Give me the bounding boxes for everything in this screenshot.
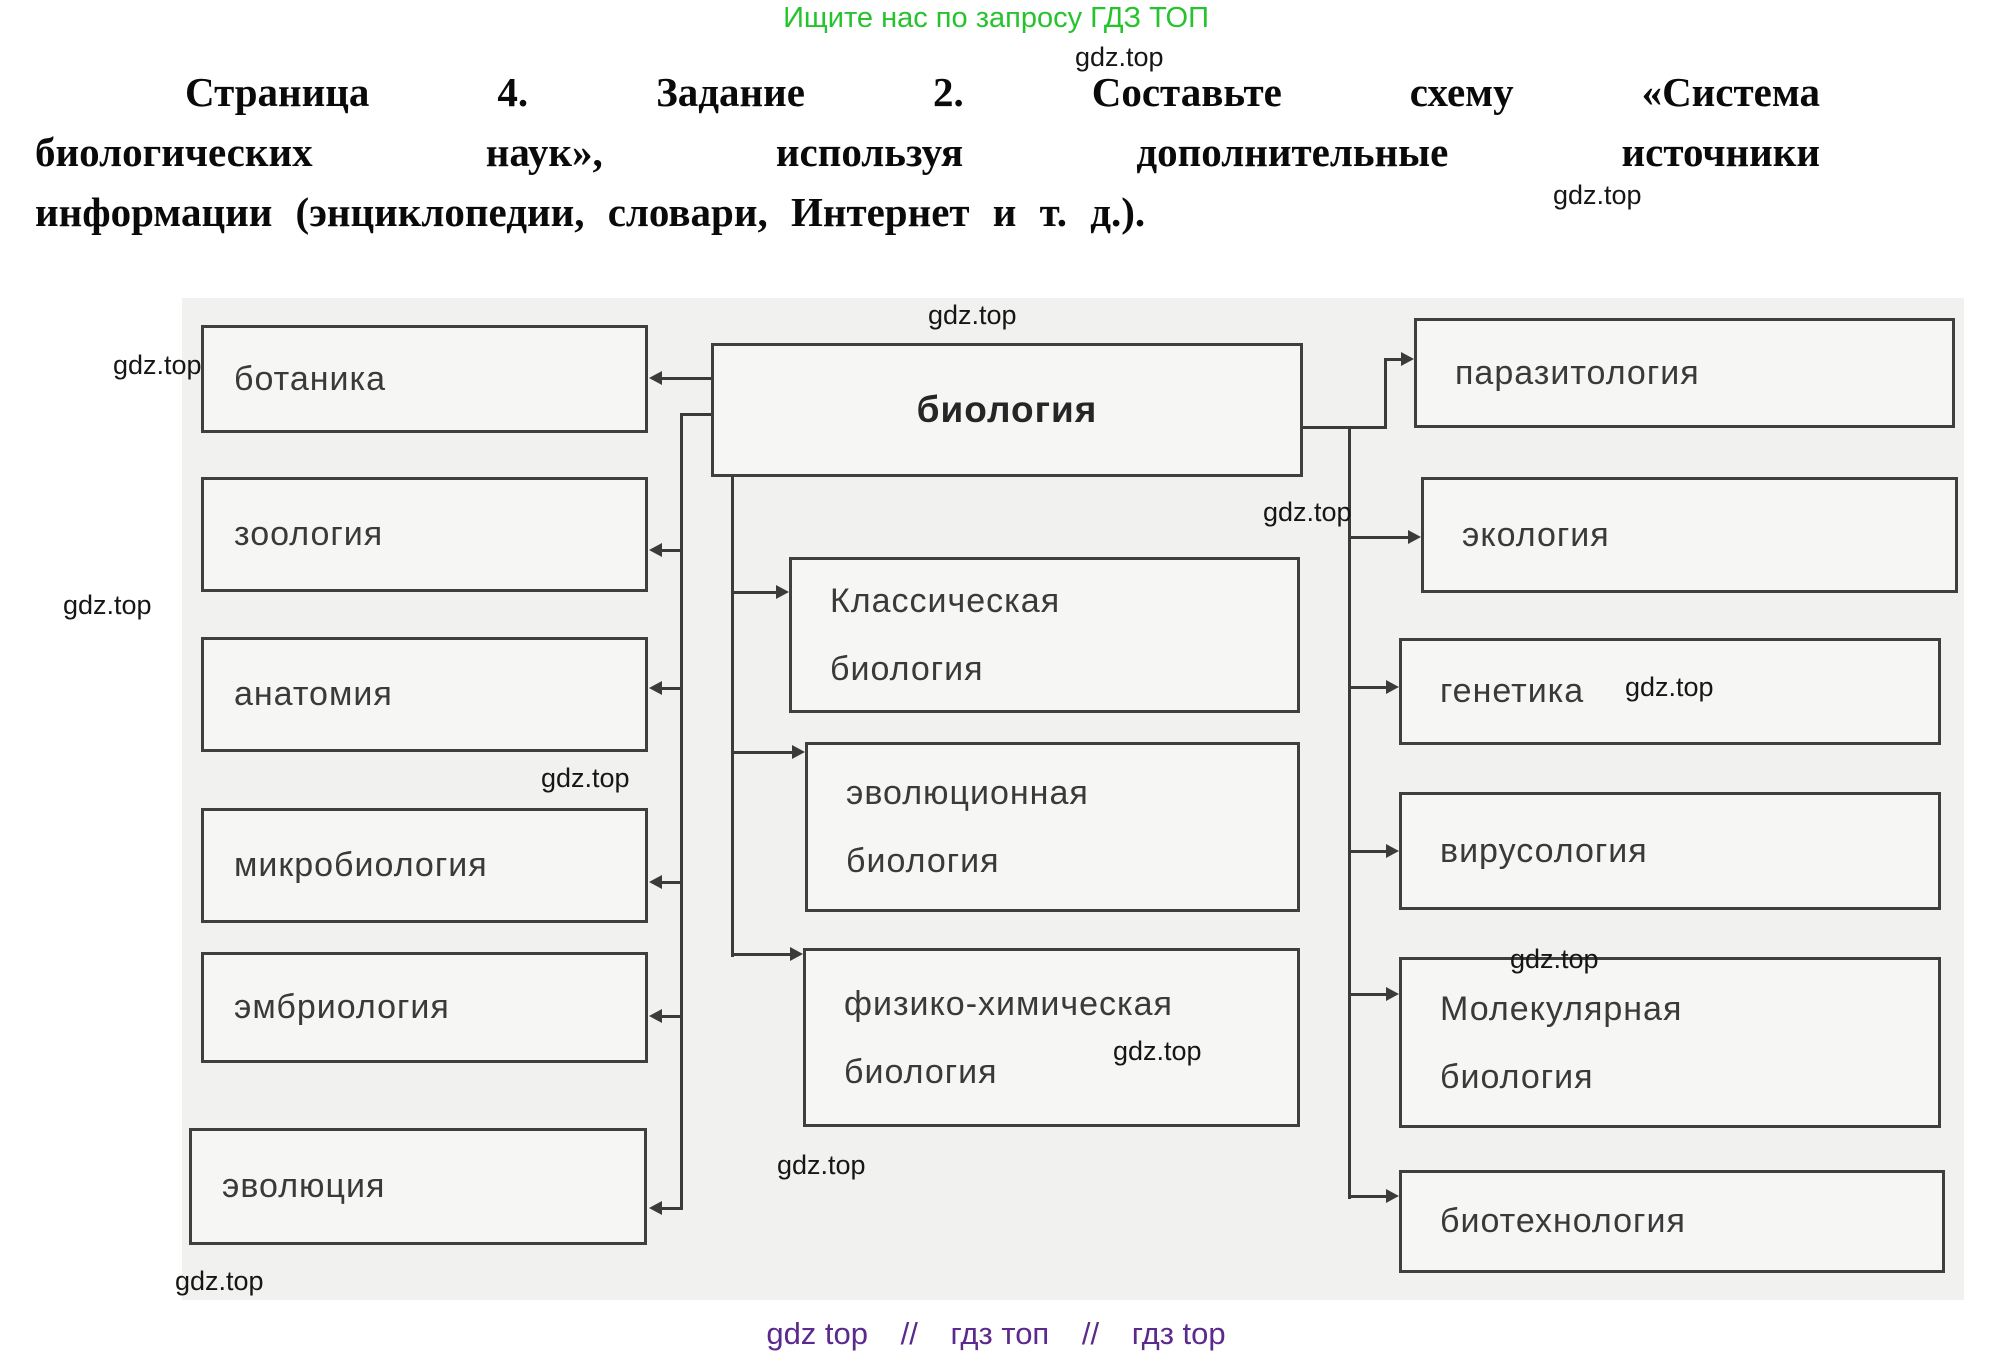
watermark-bottom-left: gdz.top: [175, 1266, 264, 1296]
diagram-box-zoology: зоология: [201, 477, 648, 592]
diagram-box-label: анатомия: [234, 675, 393, 713]
connector-line: [731, 591, 776, 594]
page-title-line-3: информации (энциклопедии, словари, Интер…: [35, 189, 1146, 235]
arrowhead-right-icon: [1386, 680, 1399, 694]
diagram-box-label: биотехнология: [1440, 1202, 1686, 1240]
connector-line: [1348, 993, 1386, 996]
diagram-box-biology-root: биология: [711, 343, 1303, 477]
footer-links: gdz top // гдз топ // гдз top: [0, 1316, 1992, 1352]
watermark-genetics: gdz.top: [1625, 672, 1714, 702]
diagram-box-label: микробиология: [234, 846, 488, 884]
arrowhead-left-icon: [649, 543, 662, 557]
connector-line: [662, 687, 680, 690]
diagram-box-molecular-biology: Молекулярная биология: [1399, 957, 1941, 1128]
connector-line: [662, 1207, 680, 1210]
footer-link-gdz-top-mixed[interactable]: гдз top: [1131, 1316, 1226, 1351]
arrowhead-left-icon: [649, 681, 662, 695]
connector-line: [731, 953, 790, 956]
diagram-box-evolution: эволюция: [189, 1128, 647, 1245]
diagram-box-label-line2: биология: [1440, 1057, 1594, 1096]
promo-banner-text: Ищите нас по запросу ГДЗ ТОП: [783, 2, 1209, 34]
connector-line: [662, 1015, 680, 1018]
diagram-box-label: генетика: [1440, 672, 1585, 710]
diagram-box-botany: ботаника: [201, 325, 648, 433]
page-title-line-1: Страница 4. Задание 2. Составьте схему «…: [185, 69, 1820, 115]
watermark-diagram-top: gdz.top: [928, 300, 1017, 330]
diagram-box-ecology: экология: [1421, 477, 1958, 593]
watermark-molecular: gdz.top: [1510, 944, 1599, 974]
diagram-box-label: эволюция: [222, 1167, 386, 1205]
connector-trunk-right: [1348, 426, 1351, 1199]
watermark-ecology: gdz.top: [1263, 497, 1352, 527]
arrowhead-right-icon: [1386, 987, 1399, 1001]
arrowhead-right-icon: [790, 947, 803, 961]
watermark-anatomy: gdz.top: [541, 763, 630, 793]
diagram-box-label: эмбриология: [234, 988, 450, 1026]
watermark-bottom-center: gdz.top: [777, 1150, 866, 1180]
diagram-box-label: биология: [916, 389, 1098, 430]
footer-separator: //: [1081, 1316, 1100, 1351]
diagram-box-label: экология: [1462, 515, 1610, 554]
connector-line: [1348, 536, 1408, 539]
watermark-physicochemical: gdz.top: [1113, 1036, 1202, 1066]
arrowhead-right-icon: [1401, 352, 1414, 366]
arrowhead-left-icon: [649, 1009, 662, 1023]
connector-line: [731, 751, 792, 754]
diagram-box-classical-biology: Классическая биология: [789, 557, 1300, 713]
connector-line: [1384, 358, 1401, 361]
arrowhead-right-icon: [1386, 844, 1399, 858]
diagram-box-label: вирусология: [1440, 831, 1648, 870]
connector-line: [1348, 850, 1386, 853]
diagram-box-label-line1: Классическая: [830, 582, 1061, 620]
diagram-box-anatomy: анатомия: [201, 637, 648, 752]
page-title-line-2: биологических наук», используя дополните…: [35, 129, 1820, 175]
diagram-box-genetics: генетика: [1399, 638, 1941, 745]
diagram-box-label: ботаника: [234, 359, 387, 398]
diagram-box-parasitology: паразитология: [1414, 318, 1955, 428]
diagram-box-microbiology: микробиология: [201, 808, 648, 923]
diagram-box-label-line2: биология: [830, 650, 984, 688]
connector-line: [680, 413, 711, 416]
arrowhead-right-icon: [792, 745, 805, 759]
connector-line: [1348, 686, 1386, 689]
connector-line: [1303, 426, 1384, 429]
diagram-box-label: зоология: [234, 515, 384, 553]
diagram-box-label: паразитология: [1455, 353, 1700, 392]
watermark-top: gdz.top: [1075, 42, 1164, 72]
footer-separator: //: [900, 1316, 918, 1351]
diagram-box-evolutionary-biology: эволюционная биология: [805, 742, 1300, 912]
diagram-box-label-line2: биология: [844, 1052, 998, 1091]
connector-line: [1384, 358, 1387, 429]
watermark-botany: gdz.top: [113, 350, 202, 380]
diagram-box-biotechnology: биотехнология: [1399, 1170, 1945, 1273]
arrowhead-right-icon: [776, 585, 789, 599]
page-title: Страница 4. Задание 2. Составьте схему «…: [35, 62, 1820, 242]
diagram-box-physicochemical-biology: физико-химическая биология: [803, 948, 1300, 1127]
footer-link-gdz-top-ru[interactable]: гдз топ: [950, 1316, 1050, 1351]
arrowhead-left-icon: [649, 1201, 662, 1215]
connector-line: [662, 881, 680, 884]
diagram-box-label-line2: биология: [846, 842, 1000, 880]
arrowhead-left-icon: [649, 875, 662, 889]
diagram-box-virology: вирусология: [1399, 792, 1941, 910]
arrowhead-left-icon: [649, 371, 662, 385]
connector-line: [662, 377, 711, 380]
connector-line: [662, 549, 680, 552]
diagram-box-embryology: эмбриология: [201, 952, 648, 1063]
watermark-title: gdz.top: [1553, 180, 1642, 210]
connector-trunk-left: [680, 413, 683, 1210]
footer-link-gdz-top[interactable]: gdz top: [766, 1316, 869, 1351]
connector-trunk-center: [731, 477, 734, 957]
watermark-left-margin: gdz.top: [63, 590, 152, 620]
arrowhead-right-icon: [1386, 1189, 1399, 1203]
diagram-box-label-line1: эволюционная: [846, 774, 1089, 812]
arrowhead-right-icon: [1408, 530, 1421, 544]
diagram-box-label-line1: физико-химическая: [844, 984, 1173, 1023]
diagram-box-label-line1: Молекулярная: [1440, 989, 1683, 1028]
connector-line: [1348, 1195, 1386, 1198]
